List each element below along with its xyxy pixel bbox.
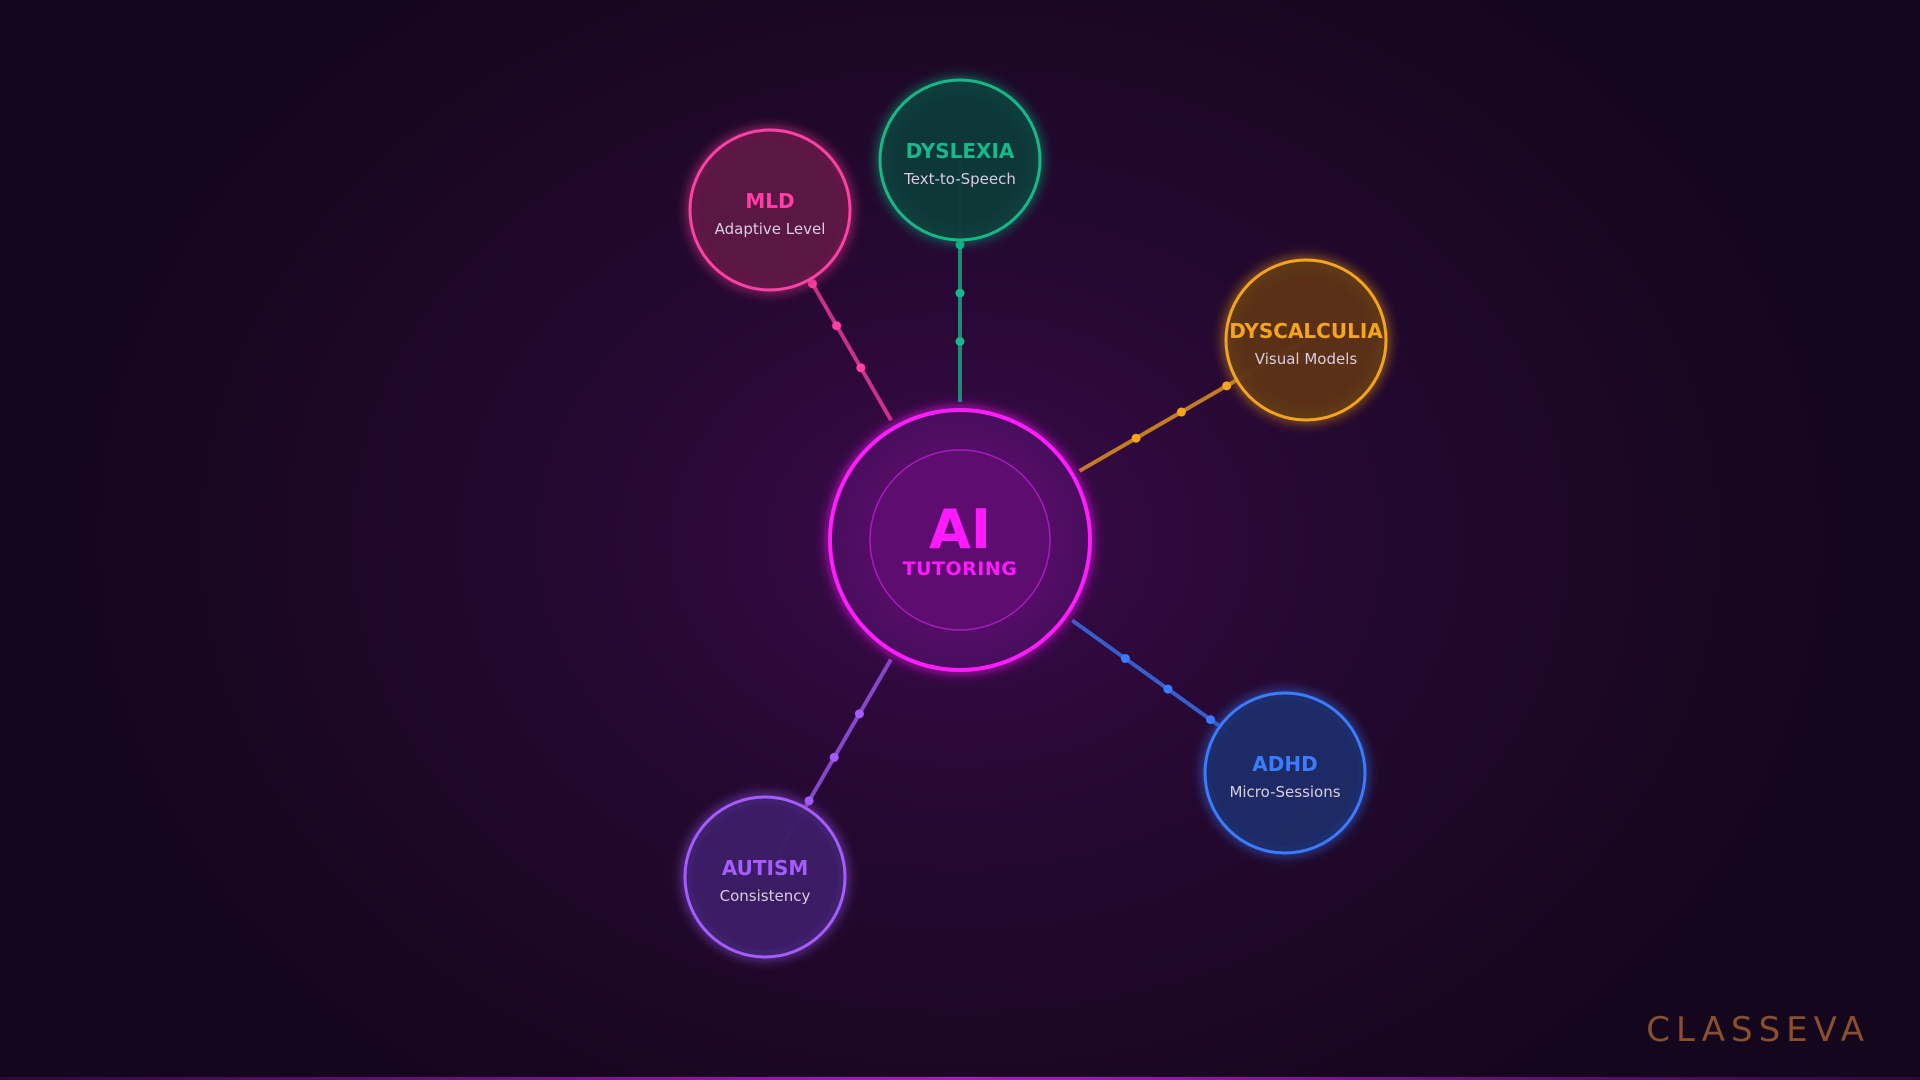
connector-dot-dyscalculia bbox=[1176, 407, 1186, 417]
bottom-accent-bar bbox=[0, 1077, 1920, 1080]
node-subtitle-dyscalculia: Visual Models bbox=[1255, 350, 1358, 368]
node-circle-mld bbox=[688, 128, 852, 292]
node-title-adhd: ADHD bbox=[1252, 752, 1317, 776]
hub-node: AI TUTORING bbox=[828, 408, 1092, 672]
connector-dot-mld bbox=[807, 279, 817, 289]
connector-dot-mld bbox=[856, 363, 866, 373]
node-title-dyslexia: DYSLEXIA bbox=[906, 139, 1015, 163]
connector-dot-autism bbox=[854, 709, 864, 719]
node-subtitle-mld: Adaptive Level bbox=[715, 220, 826, 238]
node-mld: MLD Adaptive Level bbox=[688, 128, 852, 292]
hub-title: AI bbox=[929, 498, 991, 561]
connector-dot-mld bbox=[832, 321, 842, 331]
node-title-autism: AUTISM bbox=[722, 856, 809, 880]
connector-dot-dyslexia bbox=[955, 337, 965, 346]
node-adhd: ADHD Micro-Sessions bbox=[1203, 691, 1367, 855]
node-dyscalculia: DYSCALCULIA Visual Models bbox=[1224, 258, 1388, 422]
node-dyslexia: DYSLEXIA Text-to-Speech bbox=[878, 78, 1042, 242]
connector-dot-dyscalculia bbox=[1131, 433, 1141, 443]
node-circle-dyscalculia bbox=[1224, 258, 1388, 422]
node-title-dyscalculia: DYSCALCULIA bbox=[1229, 319, 1383, 343]
connector-dot-dyscalculia bbox=[1222, 381, 1232, 391]
node-autism: AUTISM Consistency bbox=[683, 795, 847, 959]
node-subtitle-autism: Consistency bbox=[720, 887, 811, 905]
connector-dot-autism bbox=[829, 752, 839, 762]
node-circle-adhd bbox=[1203, 691, 1367, 855]
connector-dot-dyslexia bbox=[955, 240, 965, 250]
hub-subtitle: TUTORING bbox=[903, 558, 1018, 580]
brand-logo: CLASSEVA bbox=[1646, 1010, 1870, 1050]
node-circle-autism bbox=[683, 795, 847, 959]
connector-dot-autism bbox=[804, 796, 814, 806]
node-title-mld: MLD bbox=[745, 189, 794, 213]
node-subtitle-dyslexia: Text-to-Speech bbox=[903, 170, 1016, 188]
connector-dot-adhd bbox=[1206, 715, 1216, 725]
hub-inner-ring bbox=[869, 449, 1051, 631]
connector-dot-dyslexia bbox=[955, 288, 965, 298]
node-subtitle-adhd: Micro-Sessions bbox=[1229, 783, 1340, 801]
node-circle-dyslexia bbox=[878, 78, 1042, 242]
connector-dot-adhd bbox=[1163, 684, 1173, 694]
connector-dot-adhd bbox=[1120, 654, 1130, 664]
